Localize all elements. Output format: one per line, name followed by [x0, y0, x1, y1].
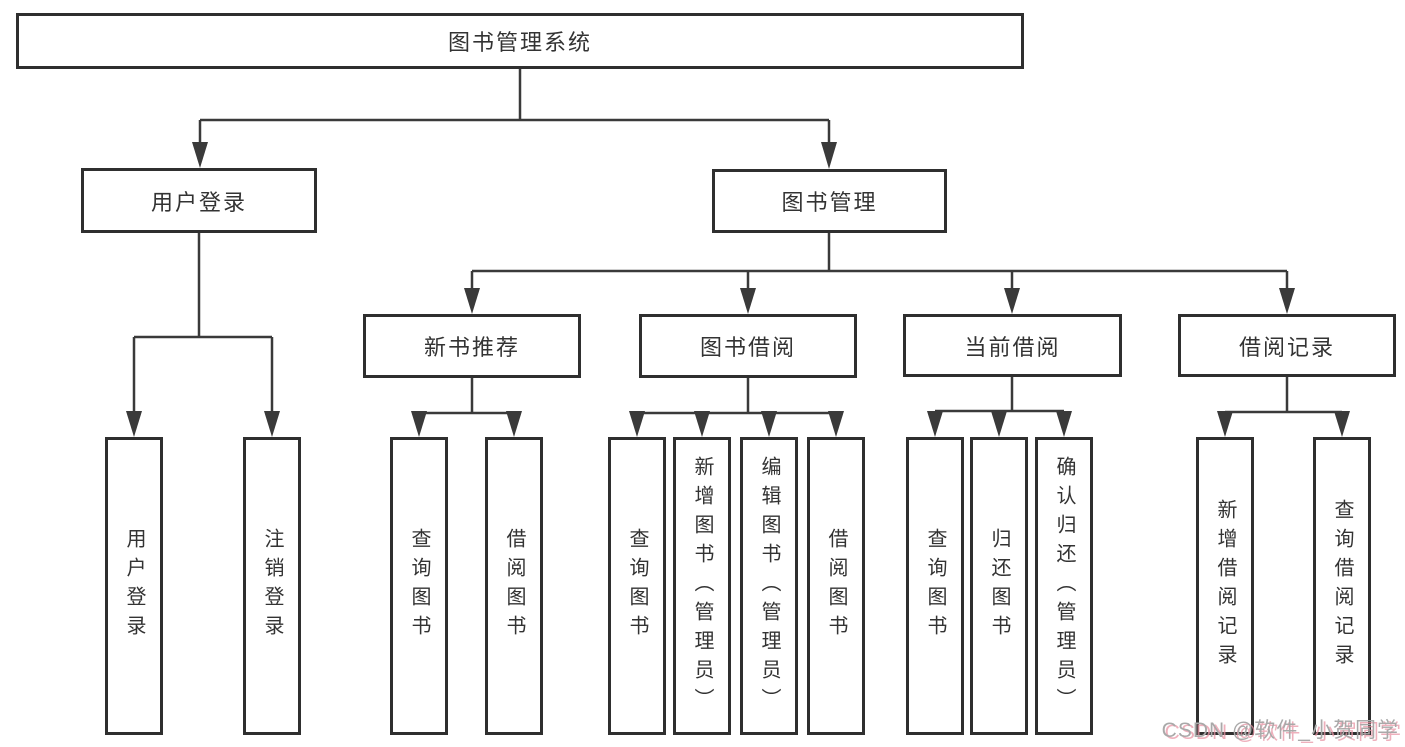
node-borrowing-records: 借阅记录 [1178, 314, 1396, 377]
leaf-label: 新增图书（管理员） [691, 455, 713, 717]
node-book-management-system: 图书管理系统 [16, 13, 1024, 69]
leaf-query-books-current: 查询图书 [906, 437, 964, 735]
leaf-add-borrow-record: 新增借阅记录 [1196, 437, 1254, 735]
connector-borrow-to-leaves [629, 378, 844, 437]
csdn-watermark: CSDN @软件_小贺同学 [1161, 719, 1399, 742]
connector-user-login-to-leaves [126, 233, 280, 437]
node-book-borrowing: 图书借阅 [639, 314, 857, 378]
node-label: 图书管理系统 [447, 30, 592, 55]
leaf-logout-login: 注销登录 [243, 437, 301, 735]
node-label: 借阅记录 [1238, 334, 1335, 360]
leaf-query-books-recommend: 查询图书 [390, 437, 448, 735]
leaf-borrow-books-borrow: 借阅图书 [807, 437, 865, 735]
leaf-confirm-return-admin: 确认归还（管理员） [1035, 437, 1093, 735]
node-label: 新书推荐 [423, 335, 520, 360]
leaf-edit-books-admin: 编辑图书（管理员） [740, 437, 798, 735]
leaf-label: 注销登录 [261, 528, 283, 644]
connector-recommend-to-leaves [411, 378, 522, 437]
node-label: 图书借阅 [699, 335, 796, 360]
node-user-login: 用户登录 [81, 168, 317, 233]
leaf-label: 编辑图书（管理员） [758, 455, 780, 717]
connector-book-management-to-level3 [464, 233, 1295, 314]
connector-current-to-leaves [927, 377, 1072, 437]
leaf-borrow-books-recommend: 借阅图书 [485, 437, 543, 735]
leaf-label: 借阅图书 [825, 528, 847, 644]
leaf-user-login: 用户登录 [105, 437, 163, 735]
leaf-label: 归还图书 [988, 528, 1010, 644]
leaf-return-books: 归还图书 [970, 437, 1028, 735]
node-label: 用户登录 [150, 189, 247, 215]
leaf-label: 借阅图书 [503, 528, 525, 644]
leaf-label: 用户登录 [123, 528, 145, 644]
leaf-query-books-borrow: 查询图书 [608, 437, 666, 735]
leaf-label: 查询图书 [924, 528, 946, 644]
leaf-label: 确认归还（管理员） [1053, 455, 1075, 717]
leaf-query-borrow-record: 查询借阅记录 [1313, 437, 1371, 735]
leaf-label: 新增借阅记录 [1214, 499, 1236, 673]
connector-records-to-leaves [1217, 377, 1350, 437]
leaf-label: 查询借阅记录 [1331, 499, 1353, 673]
node-book-management: 图书管理 [712, 169, 947, 233]
leaf-add-books-admin: 新增图书（管理员） [673, 437, 731, 735]
connector-root-to-level2 [192, 69, 837, 169]
node-label: 当前借阅 [964, 334, 1061, 360]
leaf-label: 查询图书 [626, 528, 648, 644]
node-new-book-recommend: 新书推荐 [363, 314, 581, 378]
node-current-borrowing: 当前借阅 [903, 314, 1122, 377]
node-label: 图书管理 [781, 190, 878, 215]
leaf-label: 查询图书 [408, 528, 430, 644]
